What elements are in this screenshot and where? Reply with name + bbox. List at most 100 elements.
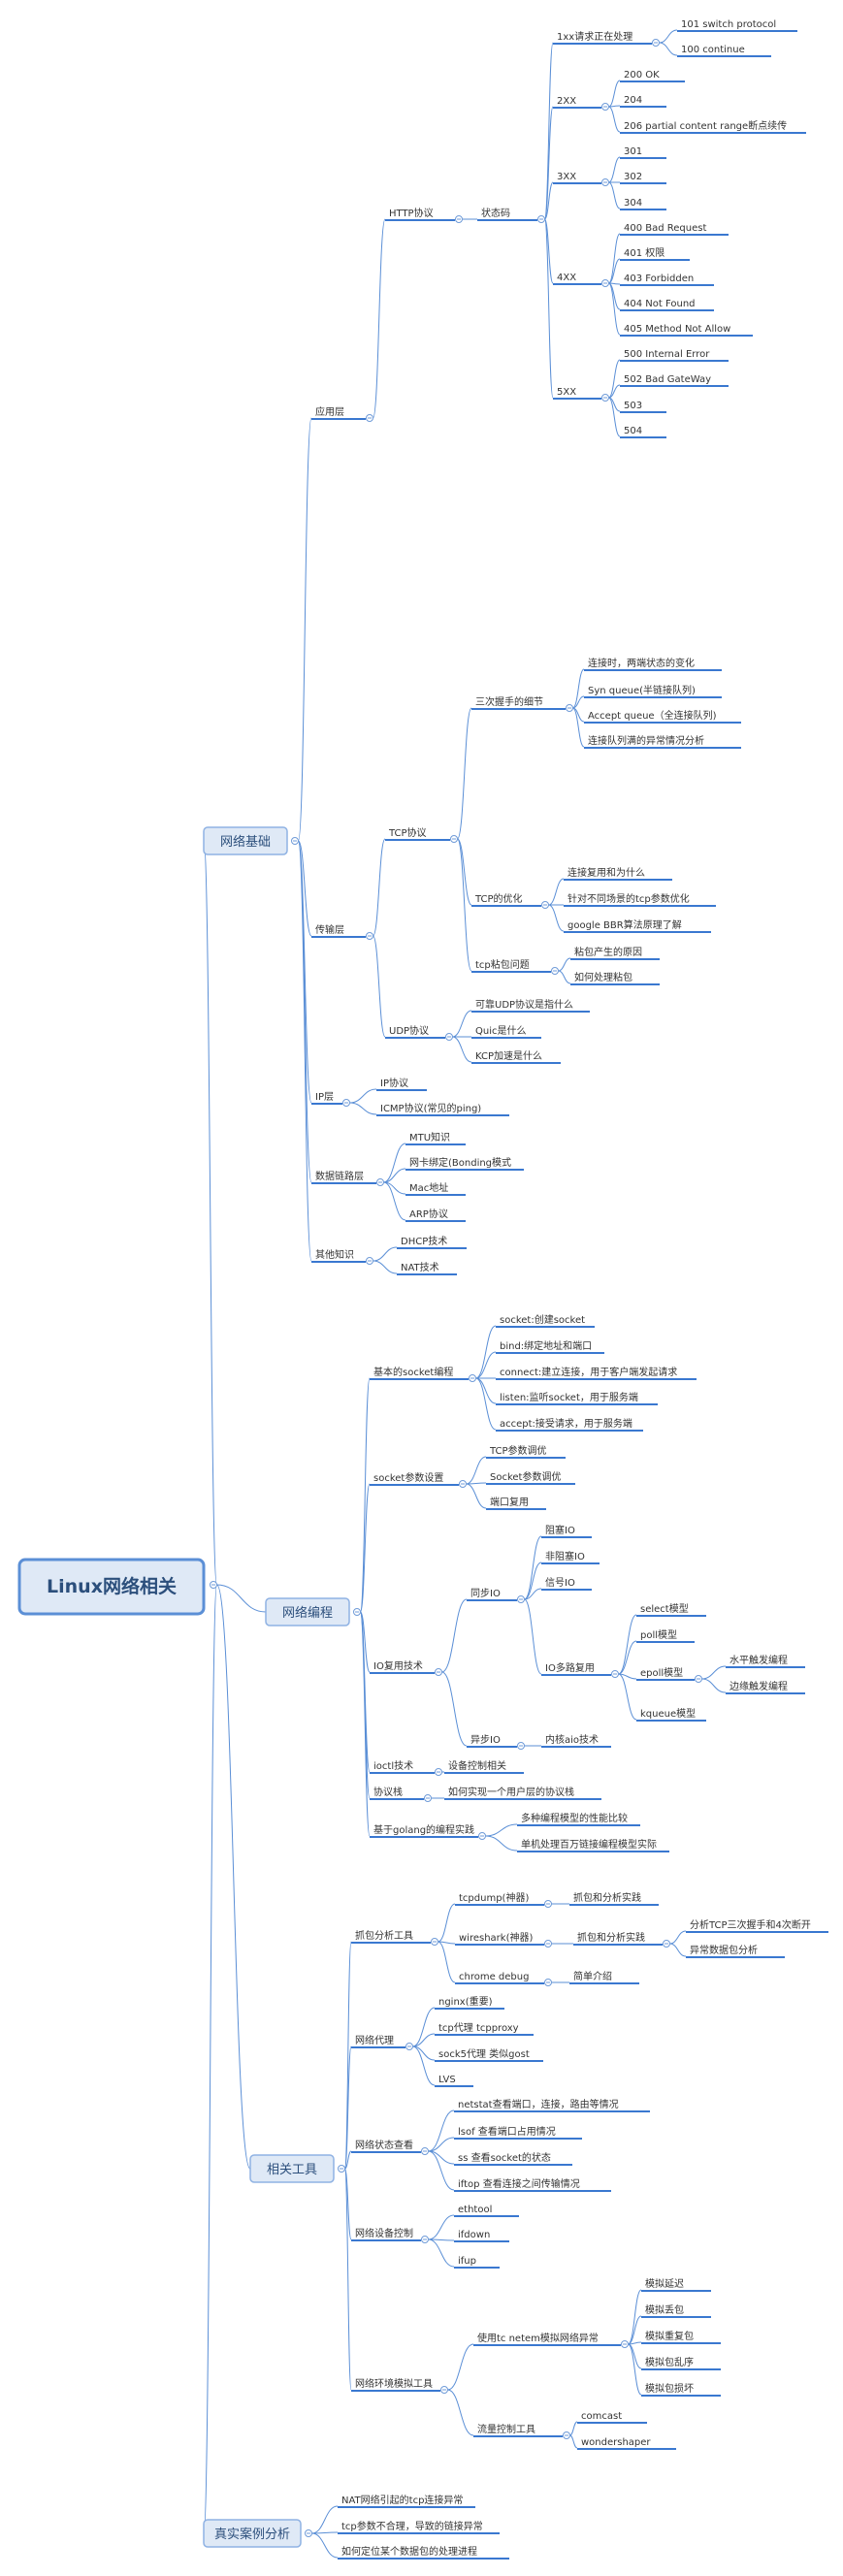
collapse-toggle-icon[interactable] — [455, 215, 463, 223]
topic-lvs[interactable]: LVS — [435, 2075, 473, 2087]
topic-mac地址[interactable]: Mac地址 — [405, 1181, 466, 1196]
collapse-toggle-icon[interactable] — [541, 901, 549, 909]
topic-如何定位某个数据包的处理进程[interactable]: 如何定位某个数据包的处理进程 — [338, 2545, 509, 2560]
topic-chrome-debug[interactable]: chrome debug — [455, 1972, 544, 1984]
topic-tcp代理-tcpproxy[interactable]: tcp代理 tcpproxy — [435, 2022, 534, 2036]
collapse-toggle-icon[interactable] — [445, 1033, 453, 1041]
topic-模拟包损坏[interactable]: 模拟包损坏 — [641, 2382, 721, 2397]
topic-网络状态查看[interactable]: 网络状态查看 — [351, 2139, 421, 2153]
collapse-toggle-icon[interactable] — [459, 1480, 467, 1488]
topic-nginx-重要[interactable]: nginx(重要) — [435, 1995, 504, 2010]
topic-三次握手的细节[interactable]: 三次握手的细节 — [471, 695, 566, 710]
topic-真实案例分析[interactable]: 真实案例分析 — [203, 2519, 302, 2548]
collapse-toggle-icon[interactable] — [544, 1900, 552, 1908]
topic-socket参数设置[interactable]: socket参数设置 — [370, 1471, 459, 1486]
topic-kqueue模型[interactable]: kqueue模型 — [636, 1707, 706, 1722]
topic-syn-queue-半链接队列[interactable]: Syn queue(半链接队列) — [584, 684, 722, 698]
topic-模拟丢包[interactable]: 模拟丢包 — [641, 2303, 711, 2318]
collapse-toggle-icon[interactable] — [291, 837, 299, 845]
topic-400-bad-request[interactable]: 400 Bad Request — [620, 223, 729, 236]
topic-connect-建立连接-用于客户端发起请求[interactable]: connect:建立连接，用于客户端发起请求 — [496, 1366, 697, 1380]
topic-io多路复用[interactable]: IO多路复用 — [541, 1661, 611, 1676]
collapse-toggle-icon[interactable] — [376, 1178, 384, 1186]
topic-抓包和分析实践[interactable]: 抓包和分析实践 — [573, 1931, 663, 1946]
topic-sock5代理-类似gost[interactable]: sock5代理 类似gost — [435, 2047, 543, 2062]
topic-连接复用和为什么[interactable]: 连接复用和为什么 — [564, 866, 672, 881]
topic-3xx[interactable]: 3XX — [553, 172, 601, 184]
topic-内核aio技术[interactable]: 内核aio技术 — [541, 1733, 611, 1748]
collapse-toggle-icon[interactable] — [353, 1608, 361, 1616]
topic-io复用技术[interactable]: IO复用技术 — [370, 1659, 435, 1674]
topic-网络设备控制[interactable]: 网络设备控制 — [351, 2227, 421, 2241]
topic-连接时-两端状态的变化[interactable]: 连接时，两端状态的变化 — [584, 657, 722, 671]
topic-信号io[interactable]: 信号IO — [541, 1577, 592, 1591]
collapse-toggle-icon[interactable] — [601, 103, 609, 111]
root-topic[interactable]: Linux网络相关 — [17, 1558, 206, 1616]
topic-epoll模型[interactable]: epoll模型 — [636, 1666, 695, 1681]
topic-socket-创建socket[interactable]: socket:创建socket — [496, 1313, 595, 1328]
topic-socket参数调优[interactable]: Socket参数调优 — [486, 1470, 575, 1485]
topic-5xx[interactable]: 5XX — [553, 387, 601, 400]
topic-404-not-found[interactable]: 404 Not Found — [620, 299, 714, 311]
topic-udp协议[interactable]: UDP协议 — [385, 1024, 445, 1039]
collapse-toggle-icon[interactable] — [544, 1979, 552, 1986]
topic-非阻塞io[interactable]: 非阻塞IO — [541, 1550, 600, 1564]
collapse-toggle-icon[interactable] — [440, 2386, 448, 2394]
topic-tcp参数调优[interactable]: TCP参数调优 — [486, 1444, 566, 1459]
topic-101-switch-protocol[interactable]: 101 switch protocol — [677, 19, 797, 32]
topic-nat技术[interactable]: NAT技术 — [397, 1261, 457, 1275]
topic-模拟包乱序[interactable]: 模拟包乱序 — [641, 2356, 721, 2370]
collapse-toggle-icon[interactable] — [601, 394, 609, 402]
collapse-toggle-icon[interactable] — [566, 704, 573, 712]
topic-bind-绑定地址和端口[interactable]: bind:绑定地址和端口 — [496, 1339, 604, 1354]
collapse-toggle-icon[interactable] — [366, 414, 373, 422]
collapse-toggle-icon[interactable] — [601, 178, 609, 186]
topic-502-bad-gateway[interactable]: 502 Bad GateWay — [620, 374, 729, 387]
collapse-toggle-icon[interactable] — [695, 1675, 702, 1683]
topic-流量控制工具[interactable]: 流量控制工具 — [473, 2423, 563, 2437]
topic-304[interactable]: 304 — [620, 198, 666, 210]
topic-同步io[interactable]: 同步IO — [467, 1588, 517, 1601]
topic-基于golang的编程实践[interactable]: 基于golang的编程实践 — [370, 1823, 478, 1838]
topic-如何处理粘包[interactable]: 如何处理粘包 — [570, 971, 660, 985]
collapse-toggle-icon[interactable] — [652, 39, 660, 47]
topic-多种编程模型的性能比较[interactable]: 多种编程模型的性能比较 — [517, 1812, 640, 1826]
topic-简单介绍[interactable]: 简单介绍 — [569, 1970, 639, 1984]
topic-tcp参数不合理-导致的链接异常[interactable]: tcp参数不合理，导致的链接异常 — [338, 2520, 500, 2534]
topic-403-forbidden[interactable]: 403 Forbidden — [620, 274, 714, 286]
collapse-toggle-icon[interactable] — [601, 279, 609, 287]
topic-icmp协议-常见的ping[interactable]: ICMP协议(常见的ping) — [376, 1102, 509, 1116]
topic-数据链路层[interactable]: 数据链路层 — [311, 1170, 376, 1184]
topic-分析tcp三次握手和4次断开[interactable]: 分析TCP三次握手和4次断开 — [686, 1918, 828, 1933]
topic-如何实现一个用户层的协议栈[interactable]: 如何实现一个用户层的协议栈 — [444, 1786, 601, 1800]
collapse-toggle-icon[interactable] — [366, 1257, 373, 1265]
topic-listen-监听socket-用于服务端[interactable]: listen:监听socket，用于服务端 — [496, 1391, 658, 1405]
topic-503[interactable]: 503 — [620, 401, 666, 413]
topic-应用层[interactable]: 应用层 — [311, 405, 366, 420]
topic-tcp的优化[interactable]: TCP的优化 — [471, 892, 541, 907]
topic-模拟延迟[interactable]: 模拟延迟 — [641, 2277, 711, 2292]
topic-阻塞io[interactable]: 阻塞IO — [541, 1524, 592, 1538]
topic-相关工具[interactable]: 相关工具 — [249, 2154, 335, 2183]
collapse-toggle-icon[interactable] — [469, 1374, 476, 1382]
topic-tcpdump-神器[interactable]: tcpdump(神器) — [455, 1891, 544, 1906]
topic-204[interactable]: 204 — [620, 95, 666, 108]
topic-2xx[interactable]: 2XX — [553, 96, 601, 109]
topic-ip层[interactable]: IP层 — [311, 1091, 342, 1105]
collapse-toggle-icon[interactable] — [431, 1938, 438, 1946]
topic-ethtool[interactable]: ethtool — [454, 2205, 519, 2217]
topic-301[interactable]: 301 — [620, 146, 666, 159]
topic-ip协议[interactable]: IP协议 — [376, 1077, 427, 1091]
topic-其他知识[interactable]: 其他知识 — [311, 1248, 366, 1263]
topic-wondershaper[interactable]: wondershaper — [577, 2437, 676, 2450]
topic-quic是什么[interactable]: Quic是什么 — [471, 1025, 541, 1039]
topic-accept-queue-全连接队列[interactable]: Accept queue（全连接队列) — [584, 709, 741, 724]
topic-kcp加速是什么[interactable]: KCP加速是什么 — [471, 1050, 561, 1064]
collapse-toggle-icon[interactable] — [551, 967, 559, 975]
collapse-toggle-icon[interactable] — [338, 2165, 345, 2173]
topic-100-continue[interactable]: 100 continue — [677, 45, 771, 57]
topic-http协议[interactable]: HTTP协议 — [385, 207, 455, 221]
topic-抓包分析工具[interactable]: 抓包分析工具 — [351, 1929, 431, 1944]
topic-lsof-查看端口占用情况[interactable]: lsof 查看端口占用情况 — [454, 2125, 582, 2140]
topic-可靠udp协议是指什么[interactable]: 可靠UDP协议是指什么 — [471, 998, 590, 1013]
